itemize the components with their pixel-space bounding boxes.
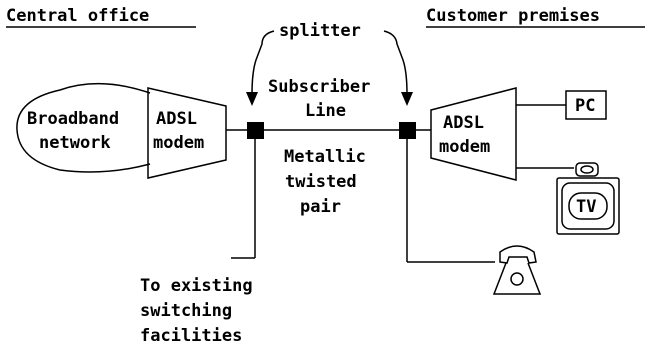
tv-label: TV (576, 197, 596, 217)
metallic-label-line2: twisted (285, 172, 357, 192)
splitter-left (247, 122, 264, 139)
pc-box (565, 90, 607, 120)
splitter-left-arrowhead (246, 92, 258, 106)
adsl-modem-right (430, 87, 517, 181)
heading-central-office: Central office (6, 6, 149, 26)
adsl-modem-right-label2: modem (439, 137, 490, 157)
existing-label-line3: facilities (140, 326, 242, 346)
subscriber-line-label1: Subscriber (268, 77, 370, 97)
adsl-modem-right-label1: ADSL (443, 113, 484, 133)
splitter-right-arrowhead (401, 92, 413, 106)
metallic-label-line3: pair (300, 197, 341, 217)
splitter-right-bracket (383, 30, 408, 95)
splitter-label: splitter (279, 21, 361, 41)
tv-icon (556, 162, 620, 235)
splitter-left-bracket (251, 30, 275, 95)
broadband-label-line2: network (39, 133, 111, 153)
pc-label: PC (575, 96, 595, 116)
subscriber-line-label2: Line (305, 101, 346, 121)
existing-label-line1: To existing (140, 276, 253, 296)
broadband-network-cloud (16, 83, 151, 173)
adsl-modem-left-label2: modem (153, 133, 204, 153)
broadband-label-line1: Broadband (27, 109, 119, 129)
adsl-modem-left-label1: ADSL (156, 109, 197, 129)
existing-label-line2: switching (140, 301, 232, 321)
metallic-label-line1: Metallic (284, 147, 366, 167)
telephone-icon (492, 245, 542, 295)
heading-customer-premises: Customer premises (426, 6, 600, 26)
adsl-modem-left (147, 87, 227, 179)
splitter-right (399, 122, 416, 139)
